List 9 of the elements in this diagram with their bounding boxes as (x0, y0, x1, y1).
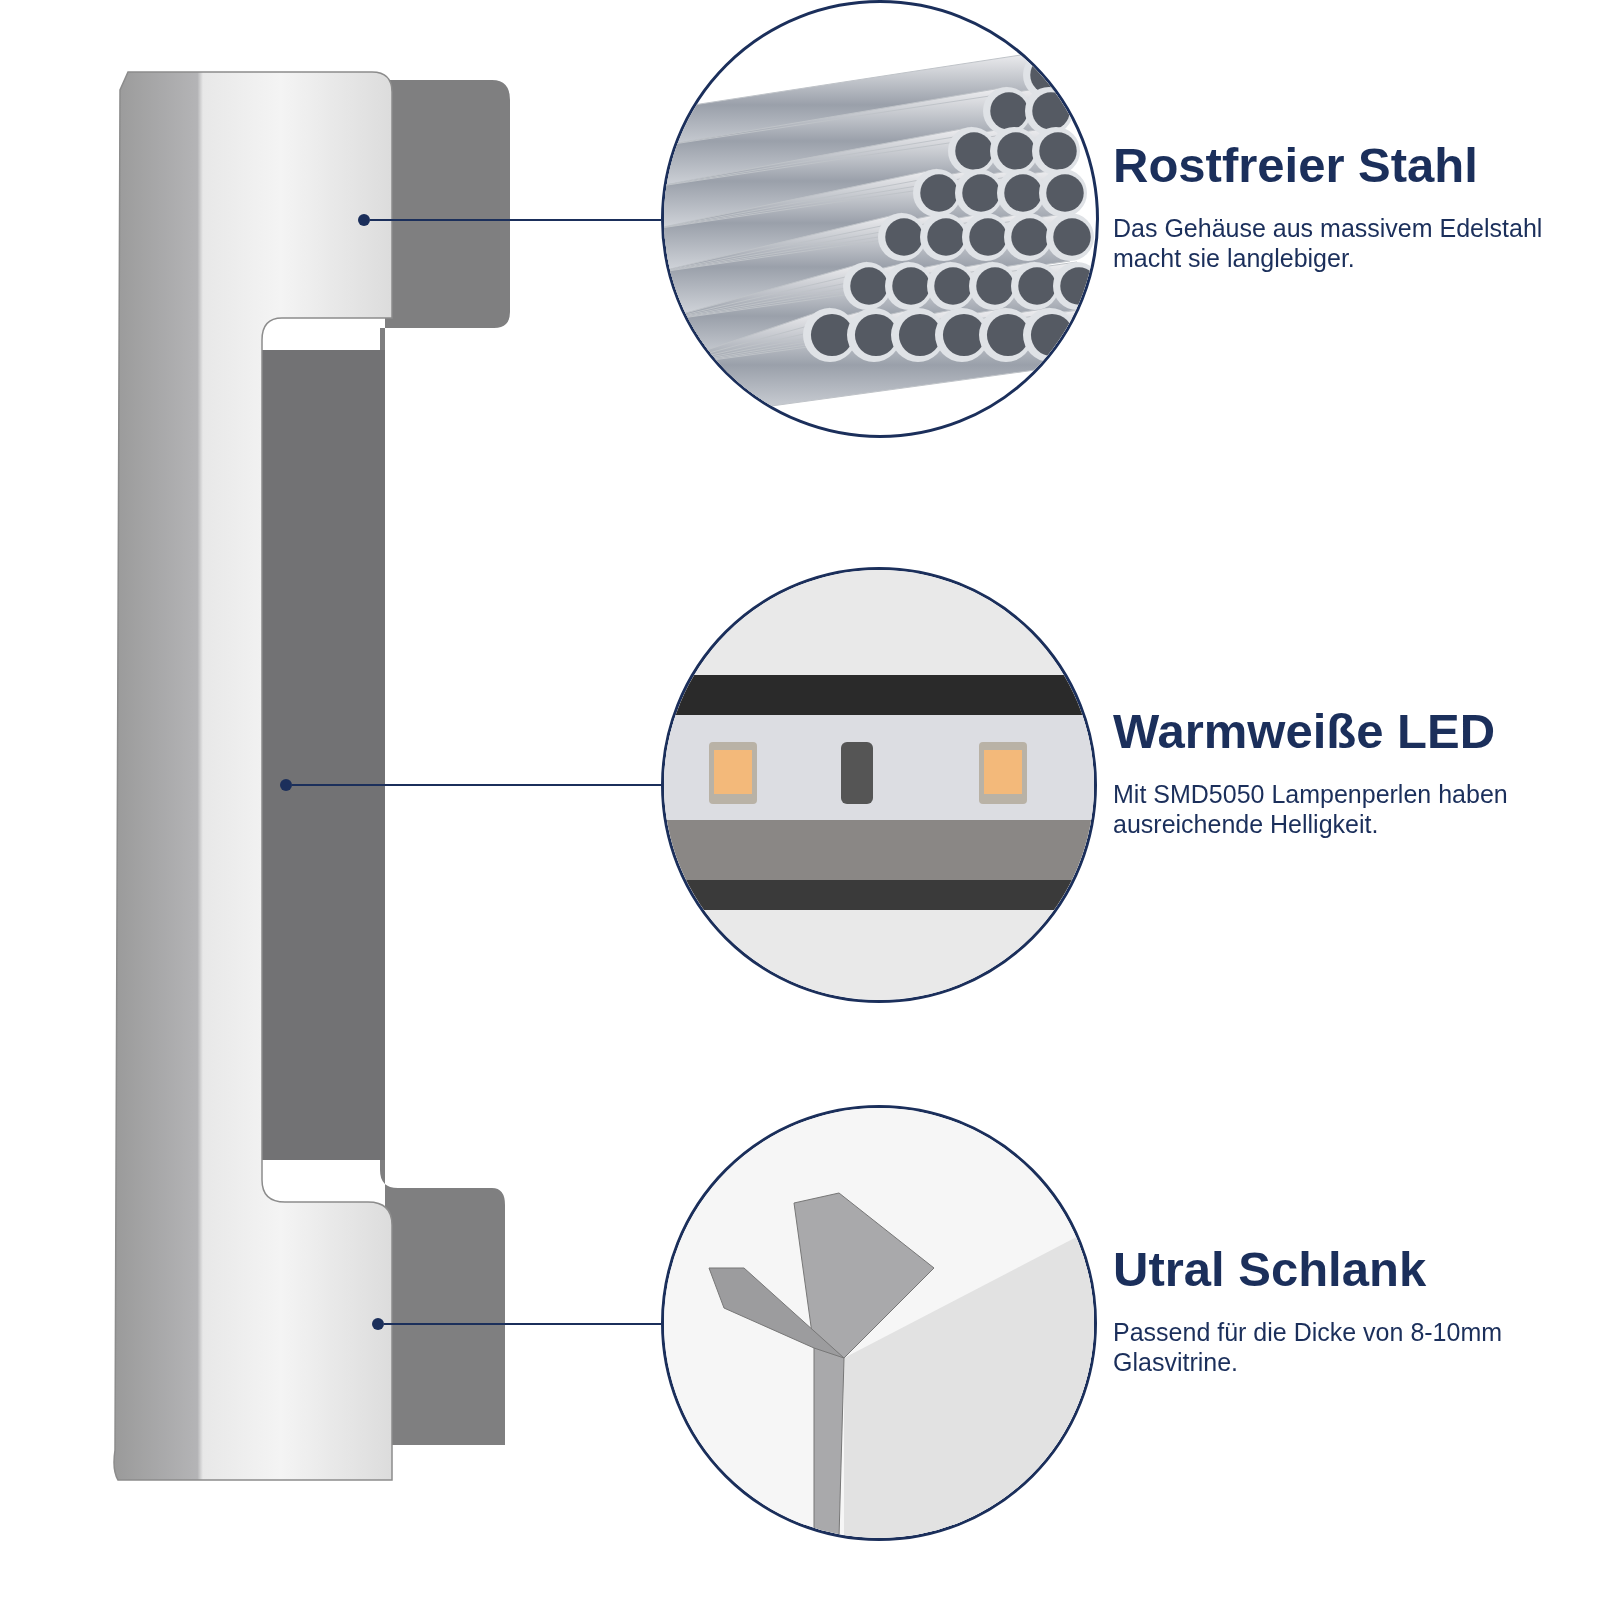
leader-line (383, 1323, 662, 1325)
feature-heading: Rostfreier Stahl (1113, 139, 1479, 193)
leader-line (369, 219, 662, 221)
feature-description: Das Gehäuse aus massivem Edelstahl macht sie langlebiger. (1113, 212, 1544, 273)
feature-heading: Utral Schlank (1113, 1243, 1428, 1297)
leader-line (291, 784, 662, 786)
feature-description: Passend für die Dicke von 8-10mm Glasvitrine. (1113, 1316, 1504, 1377)
feature-description: Mit SMD5050 Lampenperlen haben ausreichende Helligkeit. (1113, 778, 1509, 839)
feature-heading: Warmweiße LED (1113, 705, 1497, 759)
